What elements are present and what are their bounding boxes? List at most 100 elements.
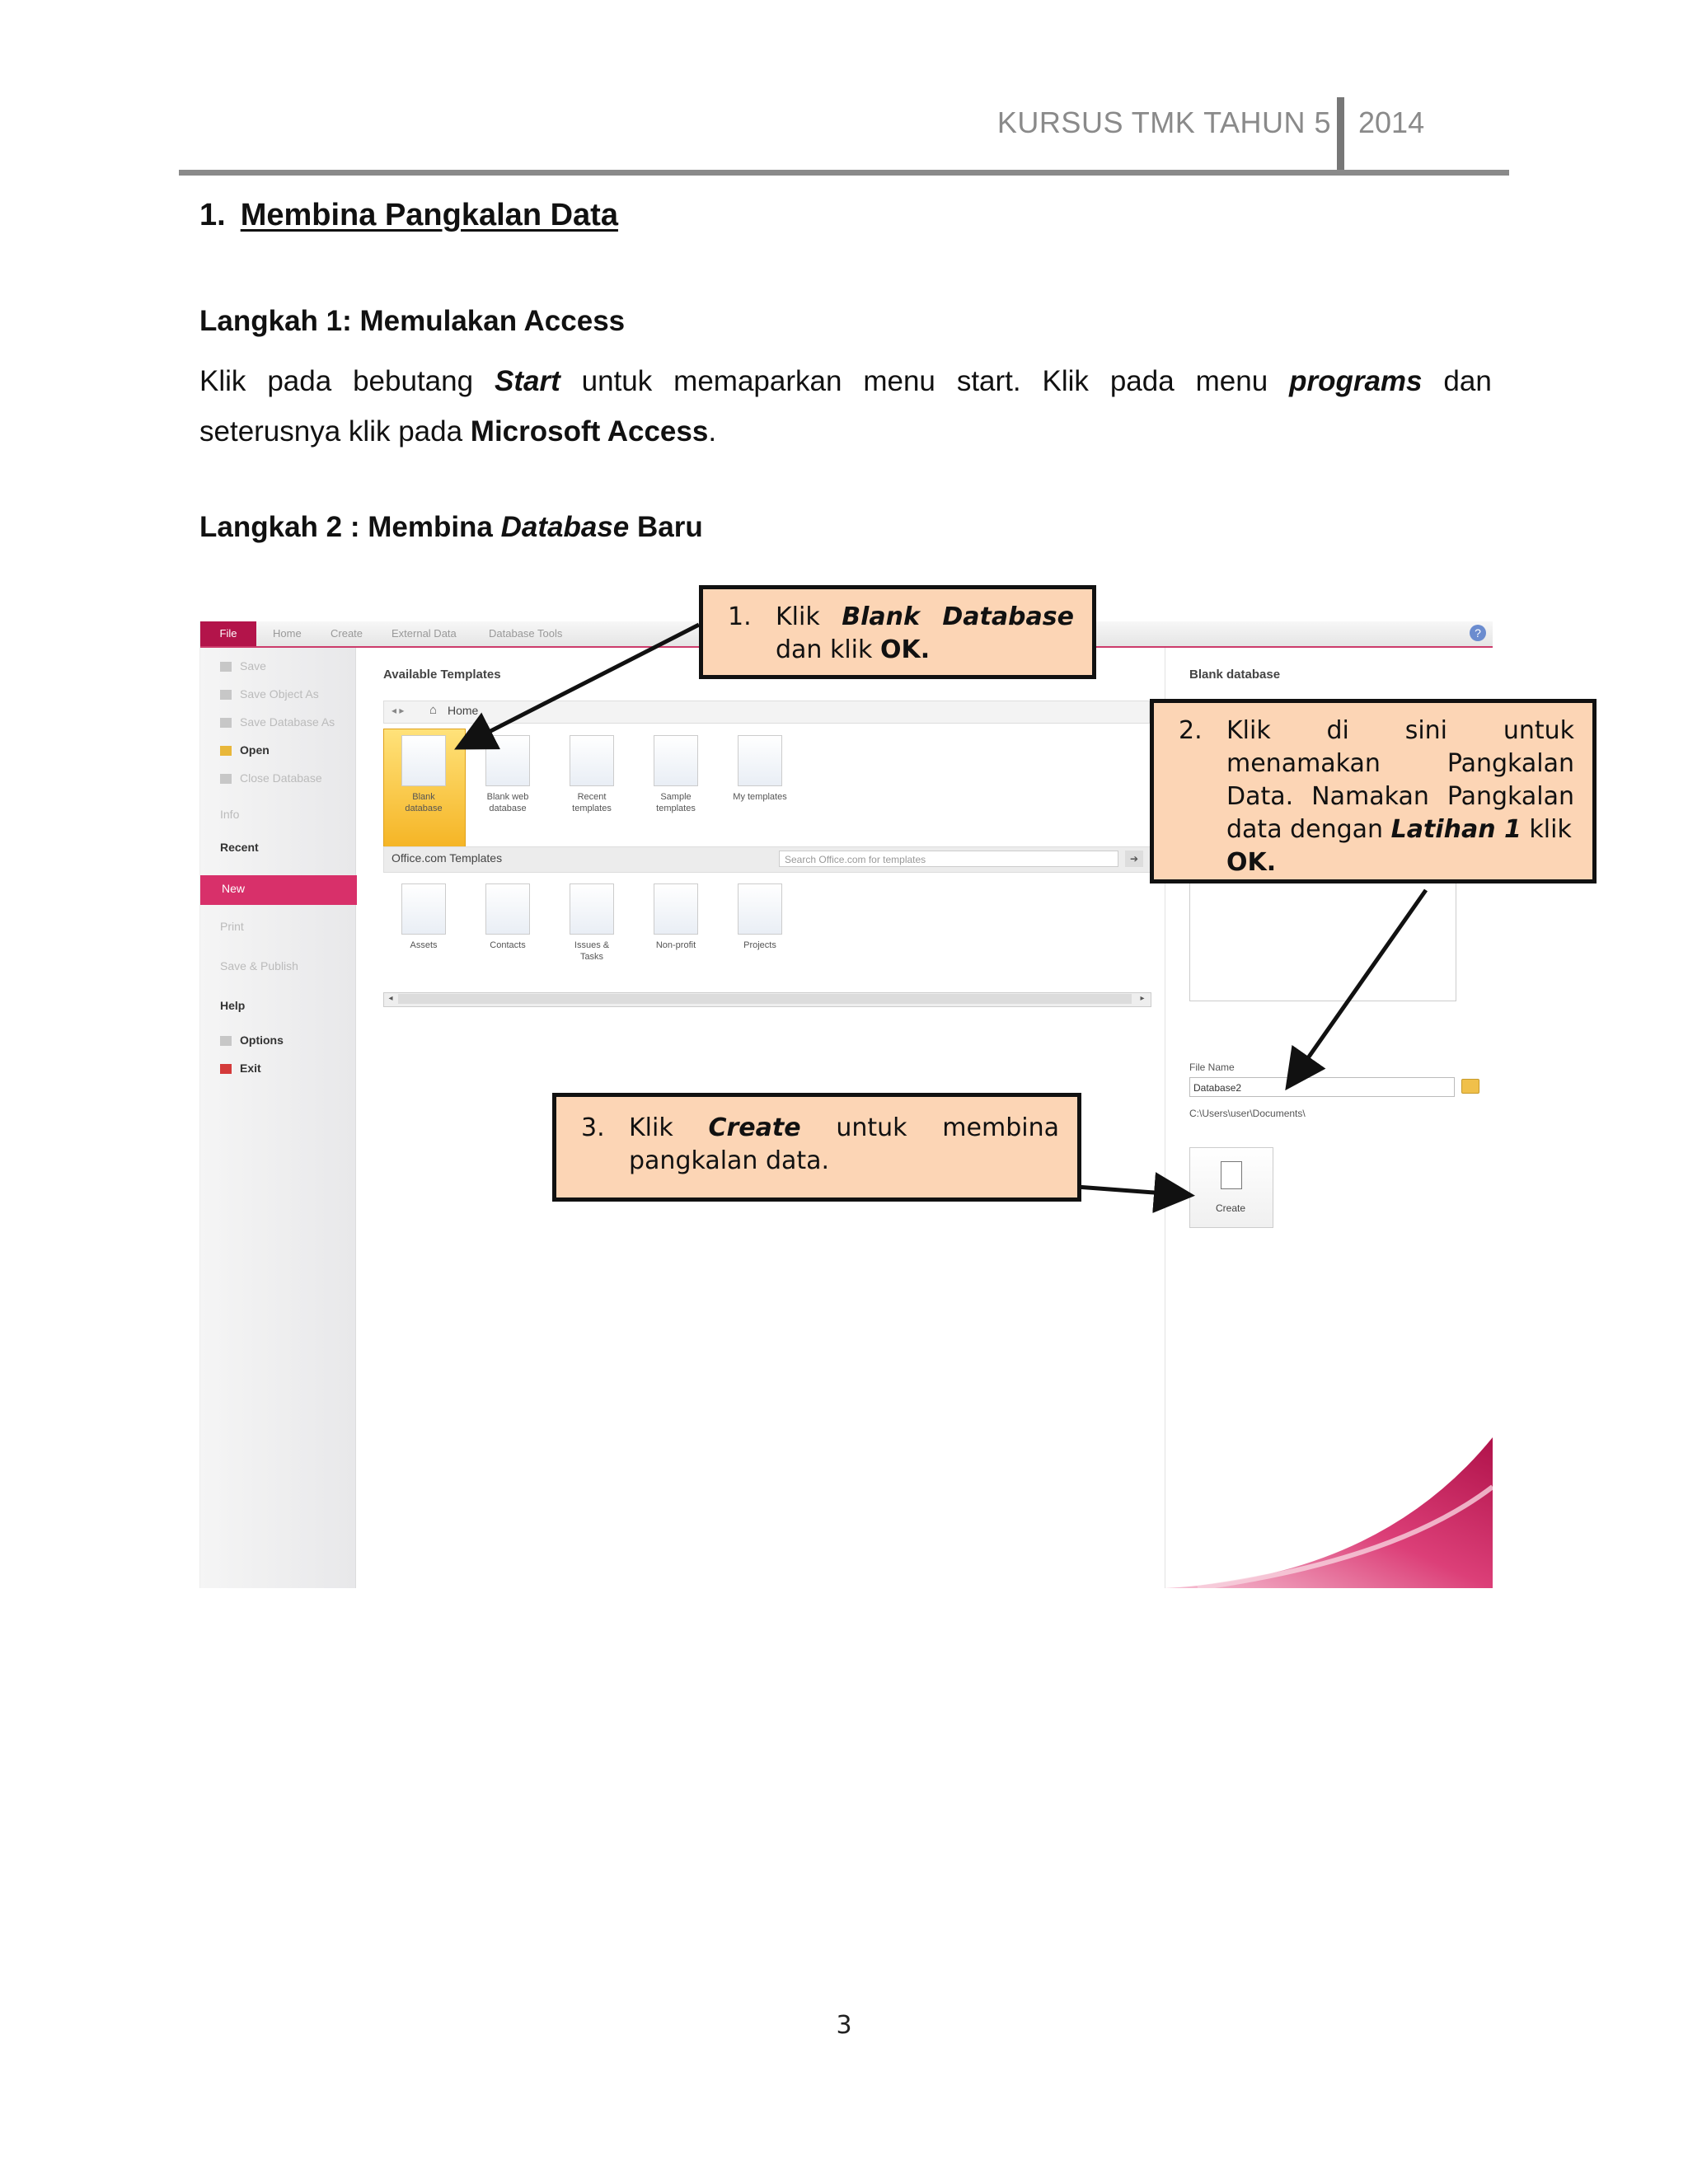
callout-1-text: Klik Blank Database dan klik OK. <box>776 602 1074 664</box>
issues-icon <box>570 883 614 935</box>
word: start. <box>956 365 1021 397</box>
office-templates-label: Office.com Templates <box>392 851 503 865</box>
text: . <box>708 415 717 448</box>
step2-heading: Langkah 2 : Membina Database Baru <box>199 511 703 544</box>
callout-2-number: 2. <box>1179 716 1203 745</box>
text: Langkah 2 : Membina <box>199 511 501 543</box>
header-separator <box>1337 97 1344 173</box>
tab-home[interactable]: Home <box>273 627 302 640</box>
header-course-title: KURSUS TMK TAHUN 5 <box>996 105 1331 139</box>
section-number: 1. <box>199 198 226 232</box>
word: bebutang <box>353 365 474 397</box>
backstage-new[interactable]: New <box>222 882 246 895</box>
office-template-issues[interactable]: Issues &Tasks <box>556 883 628 963</box>
word: untuk <box>581 365 653 397</box>
backstage-save[interactable]: Save <box>220 659 266 673</box>
section-title: 1. Membina Pangkalan Data <box>199 198 618 233</box>
callout-3-number: 3. <box>581 1113 605 1142</box>
tab-external-data[interactable]: External Data <box>392 627 457 640</box>
callout-2: 2. Klik di sini untuk menamakan Pangkala… <box>1150 699 1597 883</box>
word: menu <box>863 365 935 397</box>
web-database-icon <box>485 735 530 786</box>
file-tab[interactable]: File <box>200 621 256 646</box>
file-name-input[interactable]: Database2 <box>1189 1077 1455 1097</box>
backstage-recent[interactable]: Recent <box>220 841 259 854</box>
contacts-icon <box>485 883 530 935</box>
office-template-projects[interactable]: Projects <box>724 883 796 951</box>
backstage-save-object-as[interactable]: Save Object As <box>220 687 319 701</box>
callout-3-text: Klik Create untuk membina pangkalan data… <box>629 1113 1059 1175</box>
word: dan <box>1443 365 1492 397</box>
text: Baru <box>629 511 703 543</box>
template-my-templates[interactable]: My templates <box>724 735 796 803</box>
backstage-new-highlight[interactable] <box>200 875 357 905</box>
backstage-save-database-as[interactable]: Save Database As <box>220 715 335 729</box>
step1-paragraph: Klik pada bebutang Start untuk memaparka… <box>199 356 1492 457</box>
template-nav-bar <box>383 701 1150 724</box>
header-rule <box>179 170 1509 176</box>
home-breadcrumb[interactable]: Home <box>448 704 479 717</box>
callout-3: 3. Klik Create untuk membina pangkalan d… <box>552 1093 1081 1202</box>
folder-icon <box>220 746 232 757</box>
clock-icon <box>570 735 614 786</box>
search-go-icon[interactable]: ➔ <box>1125 851 1143 867</box>
backstage-close-database[interactable]: Close Database <box>220 771 322 785</box>
word: Klik <box>199 365 246 397</box>
section-title-text: Membina Pangkalan Data <box>240 198 618 232</box>
backstage-save-publish[interactable]: Save & Publish <box>220 959 298 972</box>
help-icon[interactable]: ? <box>1470 625 1486 641</box>
projects-icon <box>738 883 782 935</box>
callout-2-text: Klik di sini untuk menamakan Pangkalan D… <box>1226 716 1574 877</box>
text: seterusnya klik pada <box>199 415 471 448</box>
home-icon[interactable]: ⌂ <box>429 703 438 717</box>
scroll-right-icon[interactable]: ▸ <box>1140 994 1145 1003</box>
back-arrow-icon[interactable]: ◂ ▸ <box>392 705 405 716</box>
create-button-label[interactable]: Create <box>1215 1202 1246 1214</box>
backstage-help[interactable]: Help <box>220 999 246 1012</box>
browse-folder-icon[interactable] <box>1461 1079 1479 1094</box>
backstage-options[interactable]: Options <box>220 1033 284 1047</box>
create-document-icon <box>1221 1161 1242 1189</box>
backstage-info[interactable]: Info <box>220 808 240 821</box>
word: memaparkan <box>673 365 842 397</box>
blank-database-highlight[interactable] <box>383 729 466 847</box>
save-as-icon <box>220 690 232 701</box>
office-search-input[interactable]: Search Office.com for templates <box>779 851 1118 867</box>
tab-create[interactable]: Create <box>331 627 363 640</box>
word: pada <box>1109 365 1175 397</box>
available-templates-title: Available Templates <box>383 668 501 682</box>
scrollbar-thumb[interactable] <box>398 994 1132 1004</box>
exit-icon <box>220 1064 232 1075</box>
database-icon <box>220 718 232 729</box>
page-number: 3 <box>836 2011 852 2040</box>
backstage-sidebar <box>200 648 356 1588</box>
word: pada <box>267 365 332 397</box>
backstage-open[interactable]: Open <box>220 743 270 757</box>
word-start: Start <box>494 365 560 397</box>
blank-database-title: Blank database <box>1189 668 1281 682</box>
save-icon <box>220 662 232 673</box>
office-template-assets[interactable]: Assets <box>387 883 460 951</box>
decorative-swoosh <box>1165 1437 1493 1588</box>
callout-1-number: 1. <box>728 602 752 631</box>
backstage-print[interactable]: Print <box>220 920 244 933</box>
text-microsoft-access: Microsoft Access <box>470 415 709 448</box>
word-programs: programs <box>1289 365 1423 397</box>
backstage-exit[interactable]: Exit <box>220 1062 261 1075</box>
header-year: 2014 <box>1358 105 1425 139</box>
office-template-non-profit[interactable]: Non-profit <box>640 883 712 951</box>
assets-icon <box>401 883 446 935</box>
scroll-left-icon[interactable]: ◂ <box>388 994 393 1003</box>
word: Klik <box>1042 365 1089 397</box>
tab-database-tools[interactable]: Database Tools <box>489 627 563 640</box>
options-icon <box>220 1036 232 1047</box>
file-name-label: File Name <box>1189 1062 1235 1073</box>
word: menu <box>1195 365 1268 397</box>
text: Database <box>500 511 630 543</box>
office-template-contacts[interactable]: Contacts <box>471 883 544 951</box>
step1-heading: Langkah 1: Memulakan Access <box>199 305 626 337</box>
